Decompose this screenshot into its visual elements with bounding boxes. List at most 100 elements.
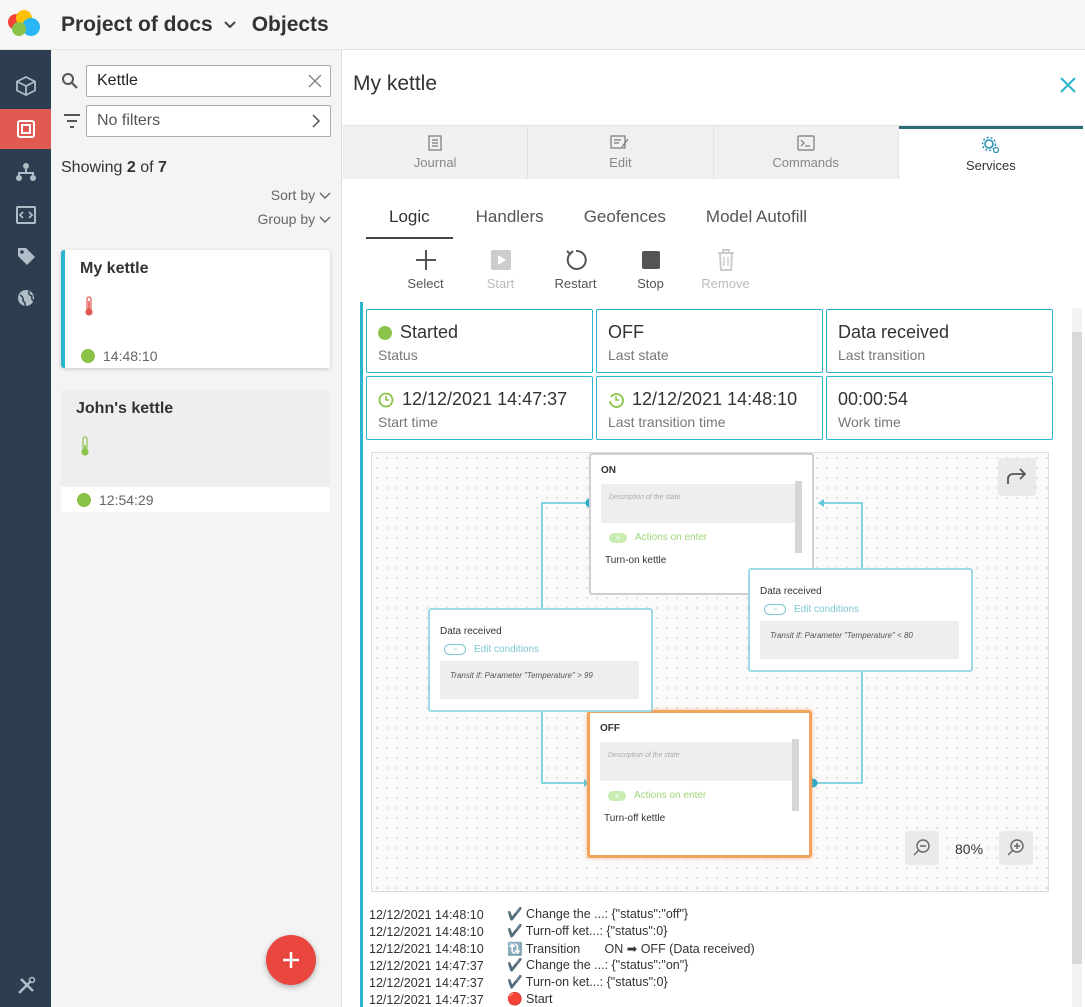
transition-condition: Transit if: Parameter "Temperature" < 80: [760, 621, 959, 659]
tilde-icon: ~: [764, 604, 786, 615]
navigation-rail: [0, 50, 51, 1007]
start-button[interactable]: Start: [463, 248, 538, 291]
remove-button[interactable]: Remove: [688, 248, 763, 291]
logic-toolbar: Select Start Restart Stop Remove: [388, 248, 763, 291]
history-icon: [609, 392, 624, 408]
tab-commands[interactable]: Commands: [714, 126, 899, 179]
search-input-value: Kettle: [97, 72, 138, 89]
state-action[interactable]: Turn-off kettle: [600, 809, 797, 828]
logic-content: Started Status OFF Last state Data recei…: [360, 302, 1071, 1007]
log-row: 12/12/2021 14:47:37✔️ Change the ...: {"…: [369, 958, 689, 973]
search-input[interactable]: Kettle: [86, 65, 331, 97]
cube-icon[interactable]: [0, 66, 51, 106]
status-card: Started Status: [366, 309, 593, 373]
globe-icon[interactable]: [0, 278, 51, 318]
last-transition-card: Data received Last transition: [826, 309, 1053, 373]
chevron-down-icon[interactable]: [223, 18, 237, 32]
subtab-geofences[interactable]: Geofences: [583, 207, 666, 226]
add-icon: +: [608, 790, 626, 801]
tilde-icon: ~: [444, 644, 466, 655]
list-item-status: 12:54:29: [61, 487, 330, 512]
section-title: Objects: [251, 12, 329, 36]
log-row: 12/12/2021 14:47:37✔️ Turn-on ket...: {"…: [369, 975, 668, 990]
clock-icon: [378, 392, 394, 407]
play-icon: [490, 250, 511, 270]
edit-conditions-button[interactable]: ~Edit conditions: [444, 644, 651, 655]
state-description[interactable]: Description of the state: [601, 484, 800, 523]
stop-icon: [641, 251, 660, 269]
scrollbar-thumb[interactable]: [1072, 332, 1082, 964]
stop-button[interactable]: Stop: [613, 248, 688, 291]
tab-journal[interactable]: Journal: [343, 126, 529, 179]
actions-on-enter[interactable]: +Actions on enter: [609, 532, 812, 543]
list-item-name: John's kettle: [76, 400, 174, 417]
state-scrollbar[interactable]: [792, 739, 799, 811]
tools-icon[interactable]: [0, 966, 51, 1006]
edit-icon: [610, 135, 629, 149]
terminal-icon: [797, 135, 815, 151]
select-button[interactable]: Select: [388, 248, 463, 291]
state-node-off[interactable]: OFF Description of the state +Actions on…: [587, 710, 812, 858]
transition-node-to-off[interactable]: Data received ~Edit conditions Transit i…: [428, 608, 653, 712]
tab-services[interactable]: Services: [898, 126, 1083, 179]
object-list-panel: Kettle No filters Showing 2 of 7 Sort by…: [51, 50, 342, 1007]
code-icon[interactable]: [0, 195, 51, 235]
state-description[interactable]: Description of the state: [600, 742, 797, 781]
chevron-down-icon: [319, 192, 331, 199]
list-item-status: 14:48:10: [65, 343, 330, 368]
filter-icon: [64, 114, 80, 128]
transition-node-to-on[interactable]: Data received ~Edit conditions Transit i…: [748, 568, 973, 672]
plus-icon: [415, 250, 436, 270]
project-title[interactable]: Project of docs: [61, 12, 213, 36]
log-row: 12/12/2021 14:48:10✔️ Change the ...: {"…: [369, 907, 689, 922]
group-by-dropdown[interactable]: Group by: [258, 211, 331, 227]
add-object-button[interactable]: [266, 935, 316, 985]
object-icon[interactable]: [0, 109, 51, 149]
zoom-level: 80%: [955, 841, 984, 857]
state-action[interactable]: Turn-on kettle: [601, 551, 800, 570]
log-row: 12/12/2021 14:48:10✔️ Turn-off ket...: {…: [369, 924, 668, 939]
clear-icon[interactable]: [308, 74, 322, 88]
zoom-in-icon: [1007, 839, 1024, 856]
thermometer-icon: [85, 296, 93, 316]
plus-icon: [283, 952, 299, 968]
work-time-card: 00:00:54 Work time: [826, 376, 1053, 440]
tab-edit[interactable]: Edit: [528, 126, 714, 179]
list-item-name: My kettle: [80, 260, 149, 277]
online-status-dot: [81, 348, 95, 363]
results-count: Showing 2 of 7: [61, 159, 167, 176]
redo-button[interactable]: [998, 458, 1036, 496]
hierarchy-icon[interactable]: [0, 152, 51, 192]
logic-log: 12/12/2021 14:48:10✔️ Change the ...: {"…: [369, 906, 1069, 1007]
last-state-card: OFF Last state: [596, 309, 823, 373]
sub-tab-bar: Logic Handlers Geofences Model Autofill: [366, 205, 847, 239]
redo-icon: [1007, 468, 1027, 484]
gears-icon: [981, 136, 1000, 153]
filter-placeholder: No filters: [97, 112, 161, 129]
log-row: 12/12/2021 14:47:37🔴 Start: [369, 992, 553, 1007]
tag-icon[interactable]: [0, 236, 51, 276]
online-status-dot: [77, 492, 91, 507]
actions-on-enter[interactable]: +Actions on enter: [608, 790, 809, 801]
chevron-down-icon: [319, 216, 331, 223]
zoom-out-button[interactable]: [905, 831, 939, 865]
subtab-handlers[interactable]: Handlers: [475, 207, 544, 226]
state-diagram-canvas[interactable]: ON Description of the state +Actions on …: [371, 452, 1049, 892]
filter-selector[interactable]: No filters: [86, 105, 331, 137]
restart-icon: [565, 249, 587, 270]
app-logo[interactable]: [0, 0, 52, 50]
edit-conditions-button[interactable]: ~Edit conditions: [764, 604, 971, 615]
subtab-model-autofill[interactable]: Model Autofill: [705, 207, 808, 226]
sort-by-dropdown[interactable]: Sort by: [271, 187, 331, 203]
close-icon[interactable]: [1057, 74, 1079, 96]
restart-button[interactable]: Restart: [538, 248, 613, 291]
list-item[interactable]: John's kettle 12:54:29: [61, 390, 330, 512]
zoom-in-button[interactable]: [999, 831, 1033, 865]
last-transition-time-card: 12/12/2021 14:48:10 Last transition time: [596, 376, 823, 440]
add-icon: +: [609, 532, 627, 543]
search-row: Kettle: [61, 65, 333, 97]
trash-icon: [717, 249, 734, 271]
state-scrollbar[interactable]: [795, 481, 802, 553]
list-item[interactable]: My kettle 14:48:10: [61, 250, 330, 368]
subtab-logic[interactable]: Logic: [366, 205, 453, 239]
